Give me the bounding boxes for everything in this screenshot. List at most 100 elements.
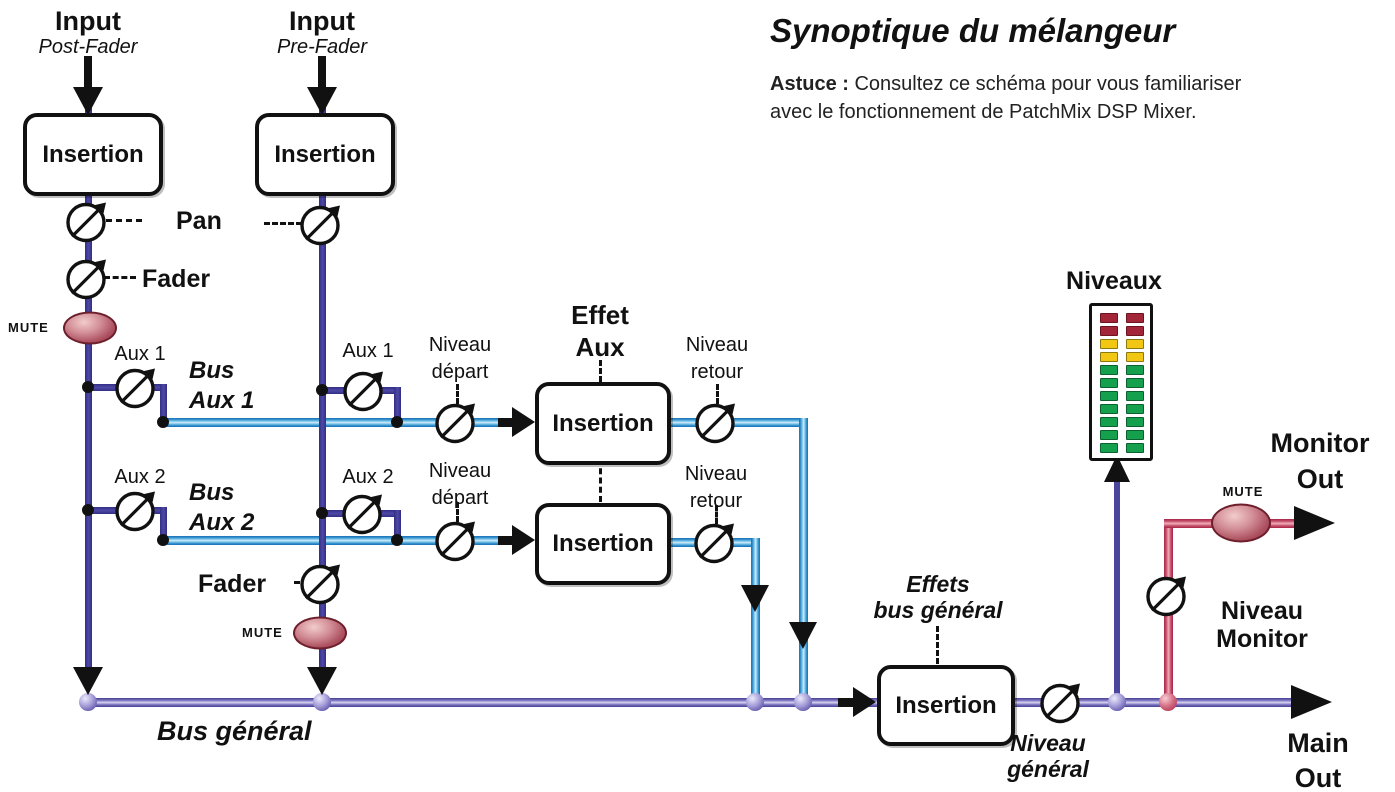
- input-post-title: Input: [55, 6, 121, 36]
- bus-general-label: Bus général: [157, 716, 312, 746]
- bus-aux1-line: [163, 418, 500, 427]
- monitor-out-label: Monitor Out: [1270, 428, 1370, 494]
- input-post-arrow: [73, 87, 103, 115]
- fx2-arrow-tail: [498, 536, 514, 545]
- input-post-arrow-tail: [84, 56, 92, 90]
- input-pre-arrow: [307, 87, 337, 115]
- mute-indicator-post: [63, 311, 117, 345]
- meter-segment-yellow: [1126, 352, 1144, 362]
- fx2-arrow: [512, 525, 535, 555]
- aux2-send-level-knob: [428, 511, 486, 574]
- pre-aux2-branch-v: [394, 510, 401, 542]
- meter-segment-green: [1126, 430, 1144, 440]
- level-meter: [1089, 303, 1153, 461]
- return1-line-h: [663, 418, 808, 427]
- junction-dot: [157, 416, 169, 428]
- meter-segment-green: [1100, 391, 1118, 401]
- page-title: Synoptique du mélangeur: [770, 12, 1176, 49]
- monitor-out-arrow: [1294, 506, 1335, 540]
- aux1-post-label: Aux 1: [114, 343, 166, 365]
- pan-post-dash: [106, 219, 142, 222]
- master-fx-title: Effets bus général: [873, 571, 1003, 623]
- input-pre-arrow-tail: [318, 56, 326, 90]
- mute-pre-label: MUTE: [242, 625, 283, 640]
- meter-segment-red: [1100, 313, 1118, 323]
- insertion-box-fx1: Insertion: [535, 382, 671, 465]
- post-to-bus-arrow: [73, 667, 103, 695]
- post-aux2-branch-v: [160, 507, 167, 542]
- post-aux1-branch-v: [160, 384, 167, 424]
- master-fx-arrow: [853, 687, 876, 717]
- fader-pre-label: Fader: [198, 570, 267, 598]
- meter-segment-green: [1126, 443, 1144, 453]
- pan-pre-knob: [293, 195, 351, 258]
- aux2-pre-knob: [335, 484, 393, 547]
- meter-segment-red: [1126, 313, 1144, 323]
- bus-node: [79, 693, 97, 711]
- insertion-label: Insertion: [552, 409, 654, 437]
- return1-label: Niveau retour: [685, 334, 749, 383]
- aux2-pre-label: Aux 2: [342, 466, 394, 488]
- main-out-label: Main Out: [1287, 728, 1349, 792]
- pre-aux1-branch-v: [394, 387, 401, 424]
- meter-segment-green: [1100, 417, 1118, 427]
- insertion-label: Insertion: [895, 691, 997, 719]
- fader-post-label: Fader: [142, 265, 211, 293]
- return2-arrow: [741, 585, 769, 612]
- bus-aux1-label: Bus Aux 1: [189, 356, 254, 416]
- insertion-box-post: Insertion: [23, 113, 163, 196]
- meter-segment-yellow: [1100, 352, 1118, 362]
- bus-node: [1108, 693, 1126, 711]
- meter-segment-yellow: [1100, 339, 1118, 349]
- return1-dash: [716, 384, 719, 404]
- bus-general-line: [88, 698, 1291, 707]
- meter-segment-red: [1126, 326, 1144, 336]
- pan-label: Pan: [176, 207, 222, 235]
- send1-label: Niveau départ: [428, 334, 492, 383]
- insertion-label: Insertion: [274, 140, 376, 168]
- aux1-return-level-knob: [688, 393, 746, 456]
- junction-dot: [391, 416, 403, 428]
- insertion-box-fx2: Insertion: [535, 503, 671, 585]
- meter-title: Niveaux: [1066, 267, 1162, 295]
- meter-segment-green: [1126, 365, 1144, 375]
- channel-pre-line: [319, 58, 326, 678]
- fx1-arrow-tail: [498, 418, 514, 427]
- junction-dot: [316, 507, 328, 519]
- meter-segment-green: [1126, 404, 1144, 414]
- meter-segment-green: [1126, 417, 1144, 427]
- fader-post-dash: [104, 276, 136, 279]
- pan-post-knob: [59, 192, 117, 255]
- bus-aux2-label: Bus Aux 2: [189, 478, 254, 538]
- mute-indicator-monitor: [1211, 503, 1271, 543]
- meter-segment-green: [1100, 430, 1118, 440]
- master-level-label: Niveau général: [1007, 730, 1089, 782]
- return2-line-v: [751, 538, 760, 704]
- input-post-subtitle: Post-Fader: [38, 36, 138, 58]
- fx-aux-title: Effet Aux: [571, 300, 629, 362]
- aux2-post-knob: [108, 481, 166, 544]
- junction-dot: [391, 534, 403, 546]
- junction-dot: [82, 504, 94, 516]
- bus-aux2-line2: Aux 2: [189, 509, 255, 536]
- return2-label: Niveau retour: [684, 463, 748, 512]
- mute-indicator-pre: [293, 616, 347, 650]
- fader-post-knob: [59, 249, 117, 312]
- aux1-pre-label: Aux 1: [342, 340, 394, 362]
- insertion-box-master: Insertion: [877, 665, 1015, 746]
- tip-text: Astuce : Consultez ce schéma pour vous f…: [770, 70, 1290, 126]
- bus-aux2-line1: Bus: [189, 479, 235, 506]
- meter-segment-yellow: [1126, 339, 1144, 349]
- aux2-return-level-knob: [687, 513, 745, 576]
- meter-segment-green: [1126, 378, 1144, 388]
- fx-mid-dash: [599, 459, 602, 502]
- fader-pre-knob: [293, 554, 351, 617]
- insertion-label: Insertion: [552, 530, 654, 557]
- junction-dot: [316, 384, 328, 396]
- insertion-box-pre: Insertion: [255, 113, 395, 196]
- tip-line1: Consultez ce schéma pour vous familiaris…: [854, 73, 1242, 95]
- aux1-send-level-knob: [428, 393, 486, 456]
- fx1-arrow: [512, 407, 535, 437]
- master-fx-dash: [936, 626, 939, 664]
